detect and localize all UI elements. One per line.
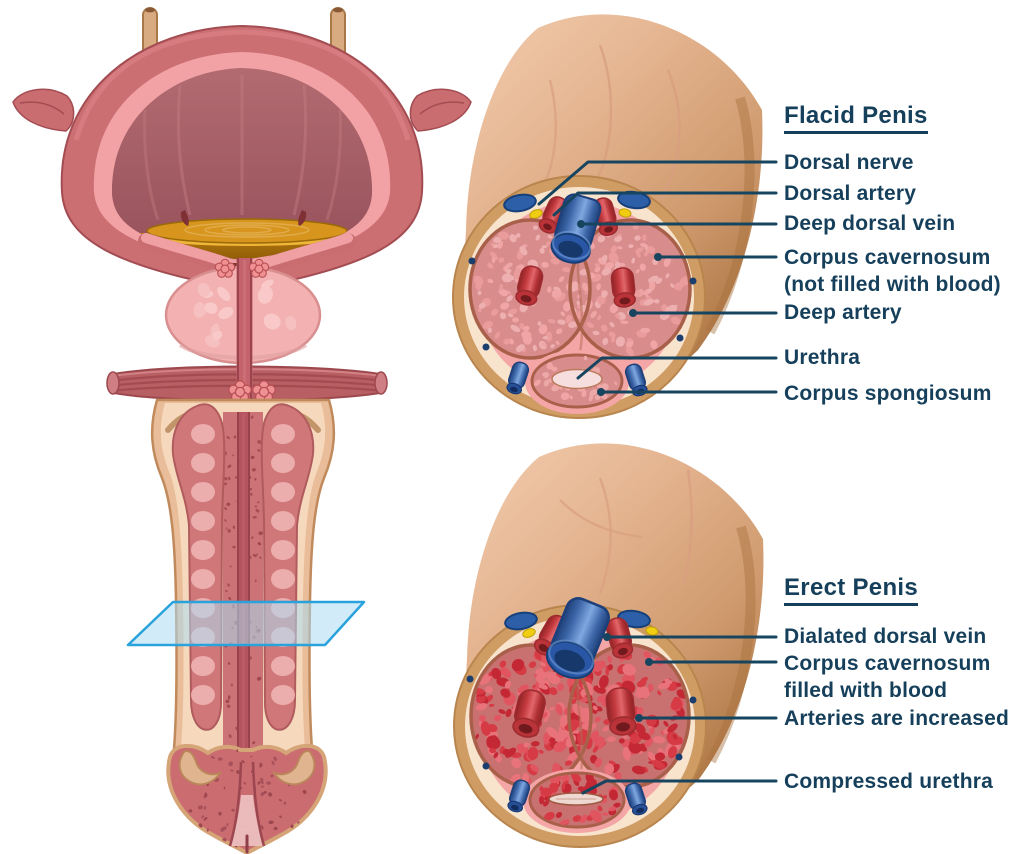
bladder	[12, 24, 472, 292]
flanking-veins-bottom-erect	[507, 779, 648, 816]
deep-artery-left	[515, 265, 544, 306]
erect-penis-illustration	[453, 443, 764, 848]
label-dilated-dorsal-vein: Dialated dorsal vein	[784, 625, 987, 648]
dorsal-nerve-dot	[529, 209, 543, 219]
small-veins-erect	[466, 675, 697, 770]
section-plane	[126, 600, 366, 647]
label-urethra: Urethra	[784, 346, 861, 369]
penis-shaft-longitudinal	[150, 398, 336, 854]
label-deep-artery: Deep artery	[784, 301, 902, 324]
corpus-spongiosum-flaccid	[525, 350, 629, 414]
leader-compressed-urethra	[581, 779, 778, 795]
leader-dorsal-artery	[552, 191, 778, 217]
shaft-urethra	[237, 412, 250, 764]
sagittal-section-illustration	[12, 7, 472, 854]
label-corpus-cavernosum-filled: Corpus cavernosum filled with blood	[784, 652, 991, 702]
flaccid-penis-illustration	[452, 14, 763, 419]
dorsal-artery-right-erect	[605, 617, 634, 659]
leader-dorsal-nerve	[537, 160, 778, 206]
dilated-dorsal-vein	[545, 597, 611, 679]
flaccid-cross-section	[452, 175, 706, 419]
corpus-spongiosum-erect	[523, 769, 631, 833]
label-dorsal-artery: Dorsal artery	[784, 182, 917, 205]
glans	[166, 744, 328, 854]
label-arteries-increased: Arteries are increased	[784, 707, 1010, 730]
label-corpus-spongiosum: Corpus spongiosum	[784, 382, 992, 405]
erect-section-title: Erect Penis	[784, 574, 919, 606]
corpus-cavernosum-columns	[171, 403, 315, 731]
label-compressed-urethra: Compressed urethra	[784, 770, 993, 793]
deep-artery-right	[610, 267, 636, 308]
deep-artery-right-erect	[605, 687, 637, 736]
small-veins	[468, 257, 697, 351]
label-deep-dorsal-vein: Deep dorsal vein	[784, 212, 956, 235]
leader-lines	[537, 160, 778, 795]
label-dorsal-nerve: Dorsal nerve	[784, 151, 914, 174]
label-corpus-cavernosum: Corpus cavernosum (not filled with blood…	[784, 246, 1001, 296]
leader-urethra	[576, 356, 778, 380]
deep-artery-left-erect	[512, 689, 546, 738]
flaccid-section-title: Flacid Penis	[784, 102, 928, 134]
